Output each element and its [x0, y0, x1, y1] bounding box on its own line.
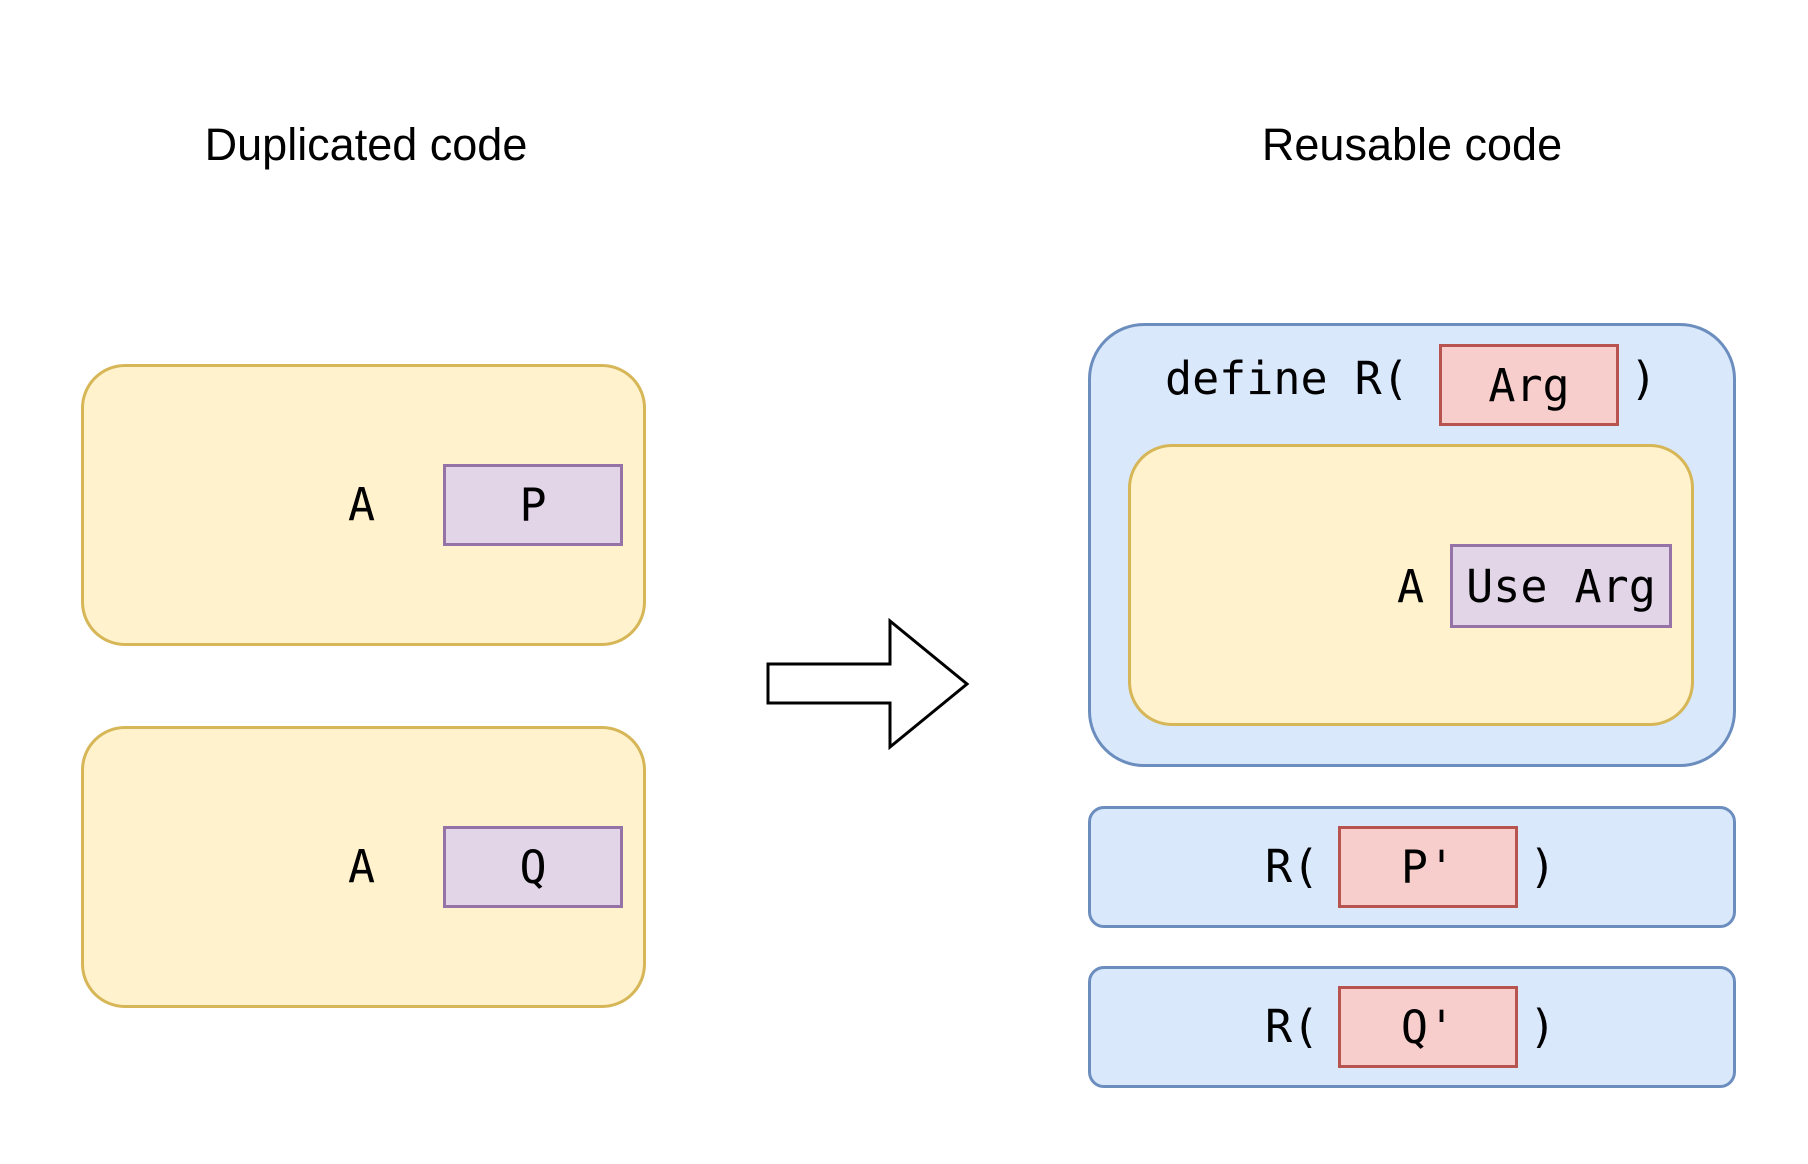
function-body-label: A	[1397, 560, 1425, 613]
call-1-close: )	[1529, 840, 1557, 893]
duplicated-block-1-label: A	[348, 478, 376, 531]
definition-arg: Arg	[1439, 344, 1619, 426]
duplicated-block-2-label: A	[348, 840, 376, 893]
call-2-open: R(	[1265, 1000, 1320, 1053]
duplicated-block-2-param: Q	[443, 826, 623, 908]
call-2-arg: Q'	[1338, 986, 1518, 1068]
reusable-code-heading: Reusable code	[1261, 119, 1563, 170]
call-1-open: R(	[1265, 840, 1320, 893]
definition-close-paren: )	[1630, 352, 1658, 405]
duplicated-block-1-param: P	[443, 464, 623, 546]
duplicated-code-heading: Duplicated code	[204, 119, 528, 170]
define-keyword: define R(	[1165, 352, 1409, 405]
call-2-close: )	[1529, 1000, 1557, 1053]
function-body-param: Use Arg	[1450, 544, 1672, 628]
call-1-arg: P'	[1338, 826, 1518, 908]
